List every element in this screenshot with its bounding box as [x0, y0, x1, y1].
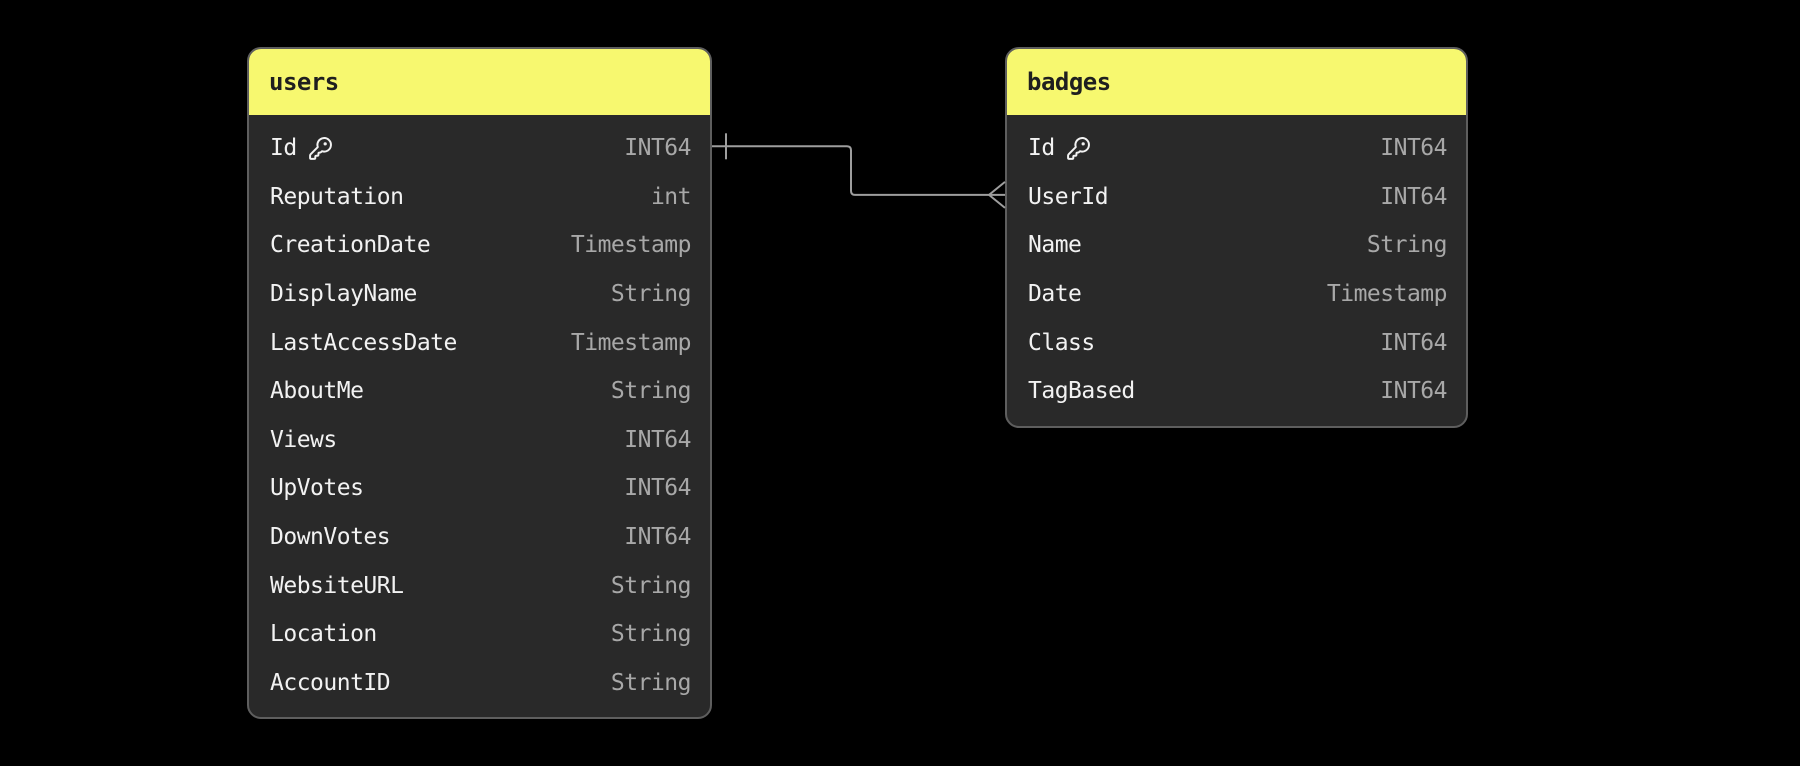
primary-key-icon — [1066, 136, 1091, 161]
table-title: users — [269, 68, 339, 96]
table-card-users[interactable]: users Id INT64 Reputation int — [247, 47, 712, 720]
field-type: String — [610, 378, 692, 405]
field-row[interactable]: CreationDate Timestamp — [249, 221, 710, 270]
field-type: String — [610, 621, 692, 648]
table-body: Id INT64 Reputation int CreationDate — [249, 115, 710, 717]
field-name: UpVotes — [270, 475, 364, 502]
field-row[interactable]: DownVotes INT64 — [249, 513, 710, 562]
table-header[interactable]: users — [249, 49, 710, 115]
field-type: INT64 — [1380, 135, 1447, 162]
primary-key-icon — [308, 136, 333, 161]
field-type: String — [610, 572, 692, 599]
field-type: String — [1366, 232, 1448, 259]
field-name: Id — [1028, 135, 1055, 162]
field-name: DisplayName — [270, 281, 417, 308]
field-row[interactable]: TagBased INT64 — [1007, 367, 1466, 416]
field-name: CreationDate — [270, 232, 431, 259]
field-name: LastAccessDate — [270, 329, 457, 356]
field-row[interactable]: AboutMe String — [249, 367, 710, 416]
field-row[interactable]: Date Timestamp — [1007, 270, 1466, 319]
field-type: INT64 — [624, 524, 691, 551]
table-title: badges — [1027, 68, 1111, 96]
field-row[interactable]: Name String — [1007, 221, 1466, 270]
cardinality-many-marker — [988, 181, 1006, 209]
field-row[interactable]: Location String — [249, 610, 710, 659]
field-name: AboutMe — [270, 378, 364, 405]
field-row[interactable]: WebsiteURL String — [249, 561, 710, 610]
field-name: UserId — [1028, 183, 1109, 210]
field-name: Date — [1028, 281, 1082, 308]
field-type: Timestamp — [570, 232, 692, 259]
field-row[interactable]: Reputation int — [249, 173, 710, 222]
field-type: Timestamp — [1326, 281, 1448, 308]
field-row[interactable]: AccountID String — [249, 659, 710, 708]
field-name: Reputation — [270, 183, 404, 210]
field-row[interactable]: Id INT64 — [249, 124, 710, 173]
table-body: Id INT64 UserId INT64 Name — [1007, 115, 1466, 426]
field-row[interactable]: Views INT64 — [249, 416, 710, 465]
field-type: INT64 — [624, 475, 691, 502]
table-card-badges[interactable]: badges Id INT64 UserId INT64 — [1005, 47, 1468, 428]
field-name: AccountID — [270, 669, 391, 696]
field-row[interactable]: LastAccessDate Timestamp — [249, 318, 710, 367]
relationship-line[interactable] — [712, 145, 1005, 196]
field-type: Timestamp — [570, 329, 692, 356]
field-row[interactable]: Class INT64 — [1007, 318, 1466, 367]
field-type: String — [610, 669, 692, 696]
field-name: Name — [1028, 232, 1082, 259]
field-name: Location — [270, 621, 377, 648]
field-type: String — [610, 281, 692, 308]
field-name: Views — [270, 426, 337, 453]
field-type: INT64 — [1380, 183, 1447, 210]
field-name: Class — [1028, 329, 1095, 356]
field-row[interactable]: Id INT64 — [1007, 124, 1466, 173]
field-name: Id — [270, 135, 297, 162]
field-type: INT64 — [624, 426, 691, 453]
field-name: WebsiteURL — [270, 572, 404, 599]
field-type: INT64 — [624, 135, 691, 162]
field-type: int — [650, 183, 692, 210]
field-type: INT64 — [1380, 378, 1447, 405]
table-header[interactable]: badges — [1007, 49, 1466, 115]
field-row[interactable]: DisplayName String — [249, 270, 710, 319]
field-name: TagBased — [1028, 378, 1135, 405]
field-name: DownVotes — [270, 524, 391, 551]
field-row[interactable]: UserId INT64 — [1007, 173, 1466, 222]
field-row[interactable]: UpVotes INT64 — [249, 464, 710, 513]
field-type: INT64 — [1380, 329, 1447, 356]
